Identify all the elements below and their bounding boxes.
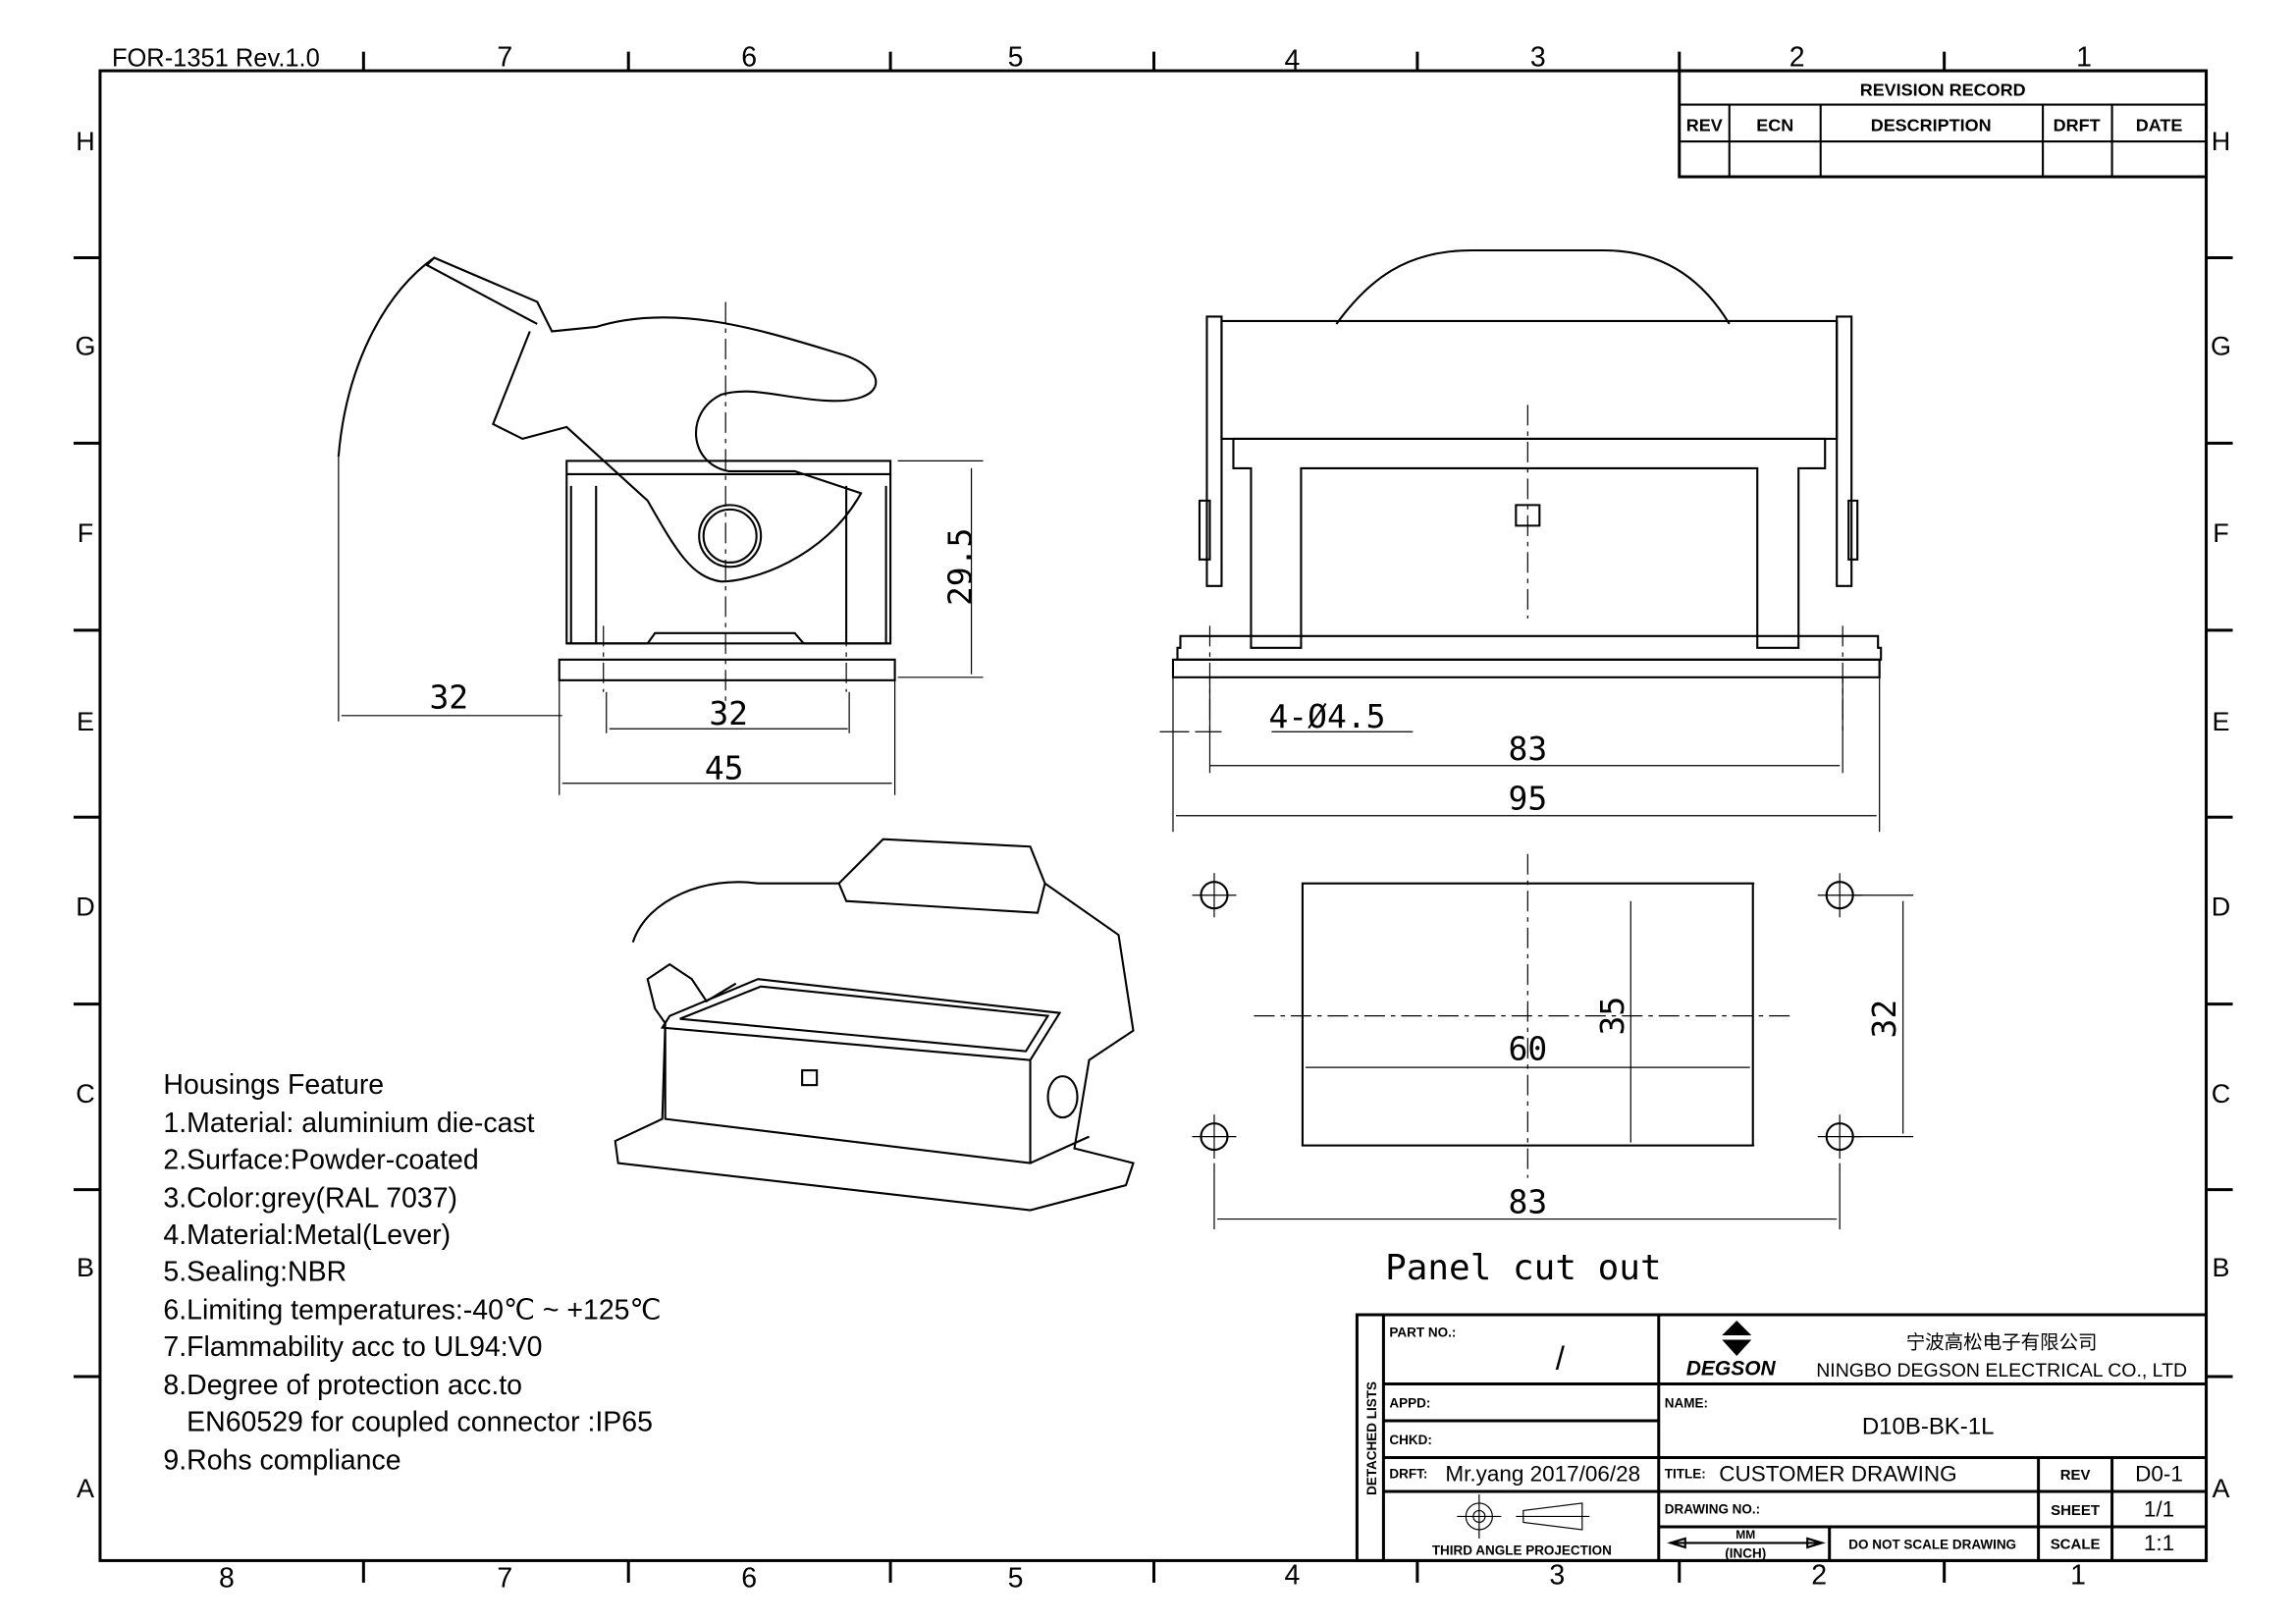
svg-text:6: 6	[741, 42, 757, 74]
svg-text:DRAWING NO.:: DRAWING NO.:	[1665, 1501, 1760, 1516]
svg-text:2.Surface:Powder-coated: 2.Surface:Powder-coated	[163, 1145, 478, 1176]
svg-text:NINGBO DEGSON ELECTRICAL CO.,: NINGBO DEGSON ELECTRICAL CO., LTD	[1816, 1360, 2187, 1381]
svg-text:SCALE: SCALE	[2051, 1536, 2101, 1552]
svg-text:SHEET: SHEET	[2051, 1502, 2100, 1519]
zone-column-labels: 7 6 5 4 3 2 1 8 7 6 5 4 3 2 1	[219, 42, 2092, 1595]
part-name: D10B-BK-1L	[1862, 1413, 1995, 1439]
svg-text:(INCH): (INCH)	[1725, 1545, 1766, 1560]
svg-text:REV: REV	[2060, 1467, 2091, 1484]
svg-text:DRFT: DRFT	[2054, 116, 2101, 135]
svg-text:C: C	[2212, 1079, 2230, 1109]
svg-text:D: D	[2212, 893, 2230, 922]
panel-cutout-drawing: 35 60 32 83 Panel cut out	[1192, 853, 1914, 1288]
housings-features: Housings Feature 1.Material: aluminium d…	[163, 1069, 661, 1476]
svg-text:REV: REV	[1686, 116, 1723, 135]
svg-text:7: 7	[497, 42, 512, 74]
dim-width: 45	[705, 748, 744, 786]
dim-cut-holes-h: 83	[1508, 1183, 1547, 1221]
svg-text:G: G	[2211, 331, 2231, 360]
svg-text:PART NO.:: PART NO.:	[1389, 1326, 1456, 1340]
svg-text:8: 8	[219, 1562, 235, 1594]
svg-text:DETACHED LISTS: DETACHED LISTS	[1364, 1381, 1379, 1495]
svg-text:9.Rohs compliance: 9.Rohs compliance	[163, 1444, 400, 1476]
svg-text:3.Color:grey(RAL 7037): 3.Color:grey(RAL 7037)	[163, 1183, 457, 1215]
svg-text:5: 5	[1008, 1562, 1024, 1594]
dim-inner: 32	[709, 694, 748, 732]
svg-text:MM: MM	[1735, 1528, 1755, 1542]
svg-text:4: 4	[1285, 1559, 1301, 1591]
svg-text:F: F	[2213, 518, 2228, 548]
svg-text:1: 1	[2070, 1559, 2086, 1591]
rev-value: D0-1	[2135, 1461, 2183, 1486]
svg-text:DESCRIPTION: DESCRIPTION	[1871, 116, 1992, 135]
svg-text:APPD:: APPD:	[1389, 1395, 1430, 1410]
zone-row-labels: H H G G F F E E D D C C B B A A	[75, 127, 2231, 1503]
isometric-view-drawing	[614, 838, 1135, 1212]
sheet-value: 1/1	[2144, 1496, 2174, 1521]
svg-text:E: E	[2213, 707, 2230, 736]
svg-text:DEGSON: DEGSON	[1686, 1358, 1777, 1380]
title-block: DETACHED LISTS PART NO.: APPD: CHKD: DRF…	[1355, 1313, 2209, 1562]
dim-front-holes: 83	[1508, 730, 1547, 768]
side-view-drawing: 32 32 45 29.5	[337, 256, 984, 795]
front-view-drawing: 4-Ø4.5 83 95	[1159, 248, 1883, 833]
dim-cut-holes-v: 32	[1865, 1000, 1903, 1039]
svg-text:1: 1	[2076, 42, 2092, 74]
svg-text:TITLE:: TITLE:	[1665, 1466, 1706, 1481]
scale-value: 1:1	[2144, 1531, 2174, 1555]
svg-text:H: H	[76, 127, 94, 156]
svg-text:3: 3	[1530, 42, 1546, 74]
form-number: FOR-1351 Rev.1.0	[112, 45, 320, 73]
degson-logo: DEGSON	[1686, 1321, 1777, 1380]
projection-symbol-icon	[1457, 1493, 1590, 1539]
svg-text:CHKD:: CHKD:	[1389, 1433, 1431, 1447]
svg-text:A: A	[77, 1474, 94, 1503]
dim-cut-width: 60	[1508, 1030, 1547, 1068]
svg-text:DO NOT SCALE DRAWING: DO NOT SCALE DRAWING	[1848, 1537, 2016, 1551]
svg-text:THIRD ANGLE PROJECTION: THIRD ANGLE PROJECTION	[1432, 1543, 1612, 1557]
svg-text:4.Material:Metal(Lever): 4.Material:Metal(Lever)	[163, 1219, 451, 1251]
svg-text:H: H	[2212, 127, 2230, 156]
dim-holes: 4-Ø4.5	[1268, 697, 1385, 735]
svg-text:NAME:: NAME:	[1665, 1395, 1708, 1410]
svg-text:2: 2	[1789, 42, 1805, 74]
drft-value: Mr.yang 2017/06/28	[1445, 1461, 1640, 1486]
dim-cut-height: 35	[1593, 997, 1631, 1036]
svg-text:F: F	[78, 518, 93, 548]
svg-text:1.Material: aluminium die-cast: 1.Material: aluminium die-cast	[163, 1108, 534, 1139]
svg-text:B: B	[77, 1253, 94, 1282]
svg-text:E: E	[77, 707, 94, 736]
svg-text:8.Degree of protection acc.to: 8.Degree of protection acc.to	[163, 1370, 522, 1401]
dim-height: 29.5	[941, 528, 980, 606]
svg-text:宁波高松电子有限公司: 宁波高松电子有限公司	[1906, 1332, 2098, 1354]
svg-text:3: 3	[1549, 1559, 1565, 1591]
svg-text:7.Flammability acc to UL94:V0: 7.Flammability acc to UL94:V0	[163, 1331, 542, 1363]
svg-text:5.Sealing:NBR: 5.Sealing:NBR	[163, 1257, 347, 1288]
svg-text:DRFT:: DRFT:	[1389, 1466, 1427, 1481]
svg-text:B: B	[2213, 1253, 2230, 1282]
drawing-title: CUSTOMER DRAWING	[1719, 1461, 1956, 1486]
svg-text:DATE: DATE	[2136, 116, 2183, 135]
svg-text:2: 2	[1811, 1559, 1827, 1591]
svg-text:6: 6	[741, 1562, 757, 1594]
svg-text:G: G	[75, 331, 95, 360]
dim-lever: 32	[429, 677, 468, 716]
part-no-value: /	[1556, 1340, 1566, 1377]
dim-front-width: 95	[1508, 780, 1547, 818]
svg-text:7: 7	[497, 1562, 512, 1594]
svg-text:6.Limiting temperatures:-40℃ ~: 6.Limiting temperatures:-40℃ ~ +125℃	[163, 1295, 661, 1326]
svg-text:D: D	[76, 893, 94, 922]
svg-text:5: 5	[1008, 42, 1024, 74]
svg-text:A: A	[2213, 1474, 2230, 1503]
svg-text:ECN: ECN	[1756, 116, 1793, 135]
svg-text:4: 4	[1285, 45, 1301, 77]
revision-record-table: REVISION RECORD REV ECN DESCRIPTION DRFT…	[1678, 69, 2209, 179]
svg-text:C: C	[76, 1079, 94, 1109]
panel-cutout-label: Panel cut out	[1385, 1248, 1662, 1288]
svg-text:EN60529 for coupled connector: EN60529 for coupled connector :IP65	[163, 1406, 653, 1437]
zone-ticks	[73, 51, 2233, 1583]
svg-text:REVISION RECORD: REVISION RECORD	[1860, 81, 2026, 100]
features-title: Housings Feature	[163, 1069, 384, 1101]
